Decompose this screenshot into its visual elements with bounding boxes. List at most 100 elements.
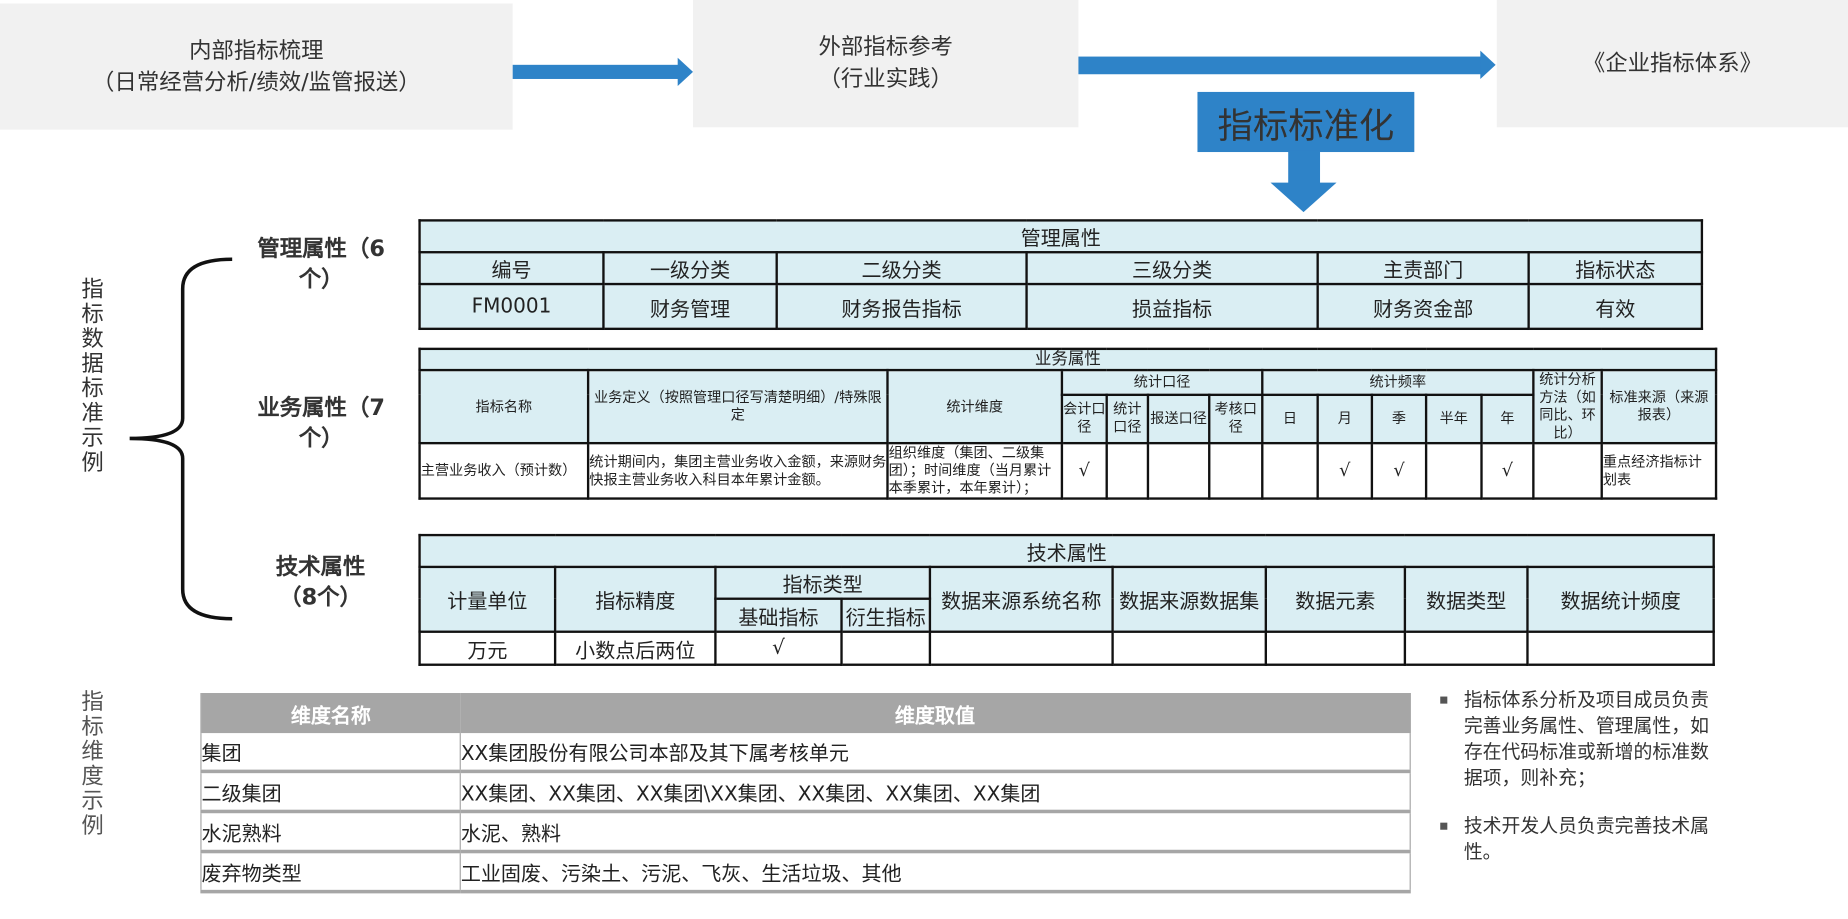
internal-indicator-box: 内部指标梳理 （日常经营分析/绩效/监管报送） (0, 3, 513, 130)
business-attr-table: 业务属性 指标名称 业务定义（按照管理口径写清楚明细）/特殊限定 统计维度 统计… (418, 347, 1718, 500)
table-cell: 主营业务收入（预计数） (418, 441, 590, 500)
box-title: 内部指标梳理 (189, 37, 324, 64)
dimension-name: 集团 (200, 733, 461, 774)
table-cell (1111, 630, 1267, 666)
dimension-name: 二级集团 (200, 771, 461, 814)
column-header: 月 (1316, 393, 1374, 445)
column-header: 统计频率 (1261, 368, 1535, 396)
table-cell: 财务资金部 (1316, 282, 1530, 331)
check-cell (1146, 441, 1211, 500)
column-header: 指标名称 (418, 368, 590, 445)
dimension-table: 维度名称 维度取值 集团 XX集团股份有限公司本部及其下属考核单元 二级集团 X… (200, 693, 1411, 894)
dimension-name: 水泥熟料 (200, 811, 461, 854)
arrow-right-icon (512, 57, 694, 87)
check-cell (1424, 441, 1483, 500)
note-item: 指标体系分析及项目成员负责完善业务属性、管理属性，如存在代码标准或新增的标准数据… (1440, 687, 1723, 791)
column-header: 一级分类 (602, 251, 778, 286)
column-header: 日 (1261, 393, 1319, 445)
table-cell: 财务报告指标 (775, 282, 1028, 331)
column-header: 数据来源系统名称 (928, 565, 1114, 633)
brace-icon (129, 257, 233, 621)
note-item: 技术开发人员负责完善技术属性。 (1440, 813, 1723, 865)
box-subtitle: （行业实践） (818, 66, 953, 92)
check-cell: √ (1060, 441, 1108, 500)
dimension-value: 工业固废、污染土、污泥、飞灰、生活垃圾、其他 (460, 851, 1411, 894)
table-row: 废弃物类型 工业固废、污染土、污泥、飞灰、生活垃圾、其他 (200, 851, 1411, 894)
box-subtitle: （日常经营分析/绩效/监管报送） (92, 68, 421, 95)
table-cell (840, 630, 932, 666)
technical-attr-table: 技术属性 计量单位 指标精度 指标类型 数据来源系统名称 数据来源数据集 数据元… (418, 533, 1715, 666)
table-cell (1403, 630, 1529, 666)
column-header: 统计分析方法（如同比、环比） (1532, 368, 1603, 445)
table-cell (1526, 630, 1715, 666)
column-header: 业务定义（按照管理口径写清楚明细）/特殊限定 (586, 368, 889, 445)
standardization-box: 指标标准化 (1197, 91, 1415, 153)
column-header: 维度取值 (460, 693, 1411, 734)
table-cell: 有效 (1527, 282, 1704, 331)
column-header: 半年 (1424, 393, 1483, 445)
arrow-right-icon (1078, 50, 1496, 79)
box-title: 外部指标参考 (818, 34, 953, 61)
dimension-value: 水泥、熟料 (460, 811, 1411, 854)
dimension-name: 废弃物类型 (200, 851, 461, 894)
business-attr-label: 业务属性（7个） (257, 394, 385, 452)
table-cell (928, 630, 1114, 666)
column-header: 统计口径 (1105, 393, 1150, 445)
table-cell: 损益指标 (1025, 282, 1319, 331)
table-cell: 财务管理 (602, 282, 778, 331)
column-header: 统计口径 (1060, 368, 1264, 396)
column-header: 基础指标 (714, 597, 843, 633)
column-header: 指标类型 (714, 565, 932, 600)
note-text: 技术开发人员负责完善技术属性。 (1463, 814, 1709, 863)
table-title: 技术属性 (418, 533, 1715, 569)
table-row: 集团 XX集团股份有限公司本部及其下属考核单元 (200, 733, 1411, 774)
check-cell: √ (1480, 441, 1535, 500)
column-header: 衍生指标 (840, 597, 932, 633)
table-cell: 重点经济指标计划表 (1600, 441, 1718, 500)
table-cell: 统计期间内，集团主营业务收入金额，来源财务快报主营业务收入科目本年累计金额。 (586, 441, 889, 500)
check-cell (1105, 441, 1150, 500)
enterprise-indicator-system-box: 《企业指标体系》 (1496, 0, 1848, 128)
column-header: 指标状态 (1527, 251, 1704, 286)
bullet-icon (1440, 696, 1448, 704)
column-header: 指标精度 (553, 565, 717, 633)
standardization-label: 指标标准化 (1217, 105, 1395, 147)
check-cell: √ (714, 630, 843, 666)
table-cell: FM0001 (418, 282, 605, 331)
column-header: 数据类型 (1403, 565, 1529, 633)
table-row: 二级集团 XX集团、XX集团、XX集团\XX集团、XX集团、XX集团、XX集团 (200, 771, 1411, 814)
column-header: 主责部门 (1316, 251, 1530, 286)
data-example-label: 指标数据标准示例 (77, 276, 104, 475)
table-cell: 小数点后两位 (553, 630, 717, 666)
table-cell (1532, 441, 1603, 500)
note-text: 指标体系分析及项目成员负责完善业务属性、管理属性，如存在代码标准或新增的标准数据… (1463, 688, 1709, 789)
column-header: 编号 (418, 251, 605, 286)
column-header: 二级分类 (775, 251, 1028, 286)
table-row: 水泥熟料 水泥、熟料 (200, 811, 1411, 854)
column-header: 数据元素 (1264, 565, 1407, 633)
column-header: 三级分类 (1025, 251, 1319, 286)
column-header: 数据来源数据集 (1111, 565, 1267, 633)
column-header: 会计口径 (1060, 393, 1108, 445)
column-header: 统计维度 (886, 368, 1064, 445)
check-cell: √ (1370, 441, 1428, 500)
column-header: 维度名称 (200, 693, 461, 734)
table-cell: 组织维度（集团、二级集团）；时间维度（当月累计本季累计，本年累计）； (886, 441, 1064, 500)
table-cell (1264, 630, 1407, 666)
check-cell (1208, 441, 1264, 500)
dimension-value: XX集团、XX集团、XX集团\XX集团、XX集团、XX集团、XX集团 (460, 771, 1411, 814)
column-header: 计量单位 (418, 565, 557, 633)
bullet-icon (1440, 822, 1448, 830)
table-title: 业务属性 (418, 347, 1718, 372)
column-header: 报送口径 (1146, 393, 1211, 445)
column-header: 数据统计频度 (1526, 565, 1715, 633)
check-cell: √ (1316, 441, 1374, 500)
table-cell: 万元 (418, 630, 557, 666)
management-attr-label: 管理属性（6个） (257, 235, 385, 293)
column-header: 标准来源（来源报表） (1600, 368, 1718, 445)
external-reference-box: 外部指标参考 （行业实践） (693, 0, 1079, 128)
column-header: 考核口径 (1208, 393, 1264, 445)
arrow-down-icon (1270, 150, 1338, 213)
dimension-value: XX集团股份有限公司本部及其下属考核单元 (460, 733, 1411, 774)
dimension-example-label: 指标维度示例 (77, 689, 104, 838)
